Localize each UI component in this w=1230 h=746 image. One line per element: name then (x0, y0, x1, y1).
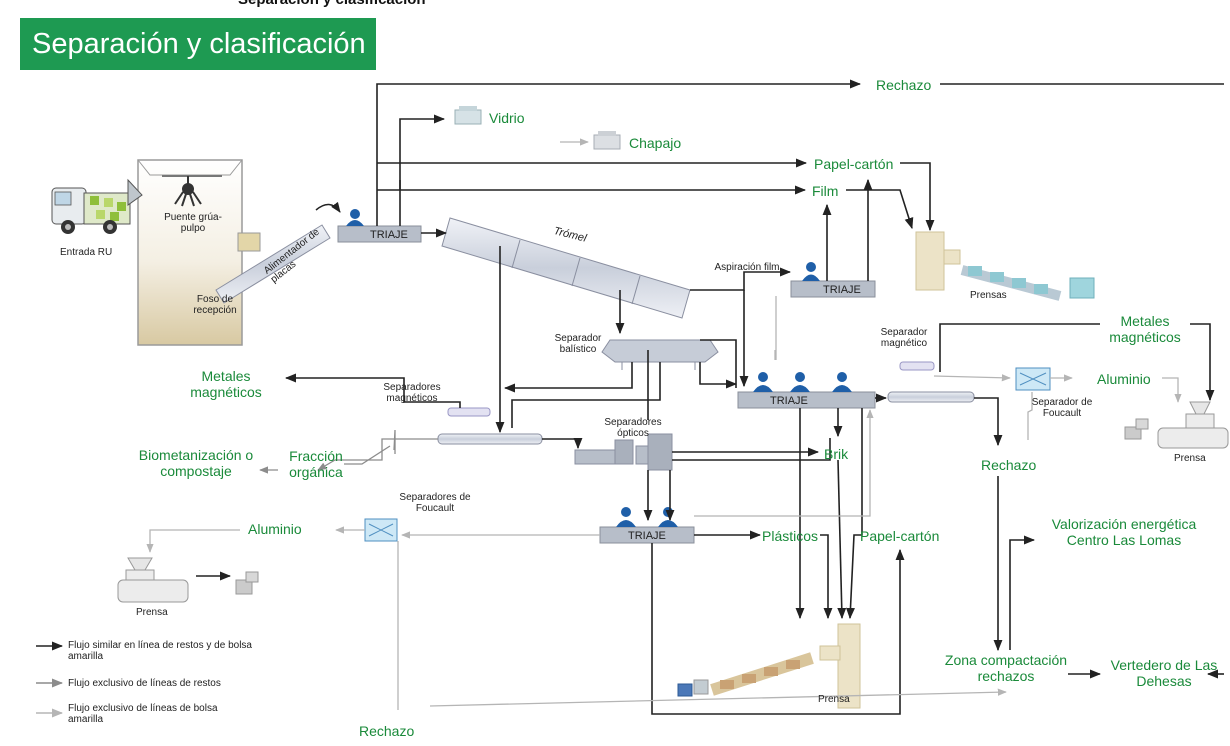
press-left (117, 557, 259, 603)
page-title: Separación y clasificación (32, 28, 366, 60)
foucault-separator-right (1015, 367, 1051, 391)
press-top-right (915, 231, 1095, 301)
output-rechazo-bottom: Rechazo (359, 723, 415, 739)
flow-lines-grey (259, 429, 438, 474)
magnetic-separators-label: Separadores magnéticos (383, 382, 441, 404)
pit-label: Foso de recepción (193, 294, 237, 316)
output-fraccion-organica: Fracción orgánica (289, 448, 343, 480)
output-papel-carton-top: Papel-cartón (814, 156, 894, 172)
svg-text:TRIAJE: TRIAJE (823, 284, 861, 296)
foucault-separator-left (364, 518, 398, 542)
truck-icon (51, 178, 143, 234)
output-rechazo-right: Rechazo (981, 457, 1037, 473)
output-valorizacion: Valorización energética Centro Las Lomas (1051, 516, 1197, 548)
output-vertedero: Vertedero de Las Dehesas (1110, 657, 1218, 689)
press-right (1124, 401, 1229, 449)
output-vidrio: Vidrio (489, 110, 525, 126)
press-bottom-label: Prensa (818, 694, 850, 705)
output-metales-right: Metales magnéticos (1109, 313, 1181, 345)
press-left-label: Prensa (136, 607, 168, 618)
crane-label: Puente grúa-pulpo (164, 212, 222, 234)
triaje-station-4: TRIAJE (599, 507, 695, 544)
flow-lines-light (146, 138, 1182, 710)
legend-item-grey: Flujo exclusivo de líneas de restos (68, 678, 221, 689)
svg-text:TRIAJE: TRIAJE (770, 395, 808, 407)
svg-text:TRIAJE: TRIAJE (628, 530, 666, 542)
magnetic-separator-left (447, 407, 491, 417)
output-rechazo-top: Rechazo (876, 77, 932, 93)
crane-grab-icon (174, 176, 202, 207)
title-banner: Separación y clasificación (20, 18, 376, 70)
legend-item-dark: Flujo similar en línea de restos y de bo… (68, 640, 252, 662)
press-bottom (677, 623, 861, 709)
foucault-separator-right-label: Separador de Foucault (1031, 397, 1093, 419)
foucault-separators-label: Separadores de Foucault (399, 492, 471, 514)
optical-separators (574, 433, 673, 471)
conveyor-left (437, 433, 543, 445)
triaje-station-3: TRIAJE (737, 372, 876, 409)
output-metales-left: Metales magnéticos (190, 368, 262, 400)
truck-label: Entrada RU (60, 247, 113, 258)
legend-arrows (36, 641, 64, 718)
legend-item-light: Flujo exclusivo de líneas de bolsa amari… (68, 703, 218, 725)
reception-pit (137, 159, 243, 346)
output-plasticos: Plásticos (762, 528, 819, 544)
output-film: Film (812, 183, 839, 199)
scrap-bin-icon (593, 131, 621, 150)
glass-bin-icon (454, 106, 482, 125)
clipped-header-text: Separación y clasificación (0, 0, 1230, 8)
plate-feeder (215, 201, 341, 304)
press-right-label: Prensa (1174, 453, 1206, 464)
presses-label: Prensas (970, 290, 1007, 301)
magnetic-separator-right (887, 361, 975, 403)
triaje-station-1: TRIAJE (337, 209, 422, 243)
optical-separators-label: Separadores ópticos (604, 417, 662, 439)
magnetic-separator-right-label: Separador magnético (880, 327, 928, 349)
output-brik: Brik (824, 446, 849, 462)
output-zona-compactacion: Zona compactación rechazos (944, 652, 1068, 684)
ballistic-label: Separador balístico (554, 333, 602, 355)
film-suction-label: Aspiración film (714, 262, 780, 273)
flow-lines-dark (196, 79, 1224, 715)
output-chapajo: Chapajo (629, 135, 682, 151)
svg-text:TRIAJE: TRIAJE (370, 229, 408, 241)
output-aluminio-right: Aluminio (1097, 371, 1151, 387)
output-aluminio-left: Aluminio (248, 521, 302, 537)
output-biometanizacion: Biometanización o compostaje (138, 447, 254, 479)
output-papel-carton-bottom: Papel-cartón (860, 528, 940, 544)
triaje-station-2: TRIAJE (790, 262, 876, 298)
